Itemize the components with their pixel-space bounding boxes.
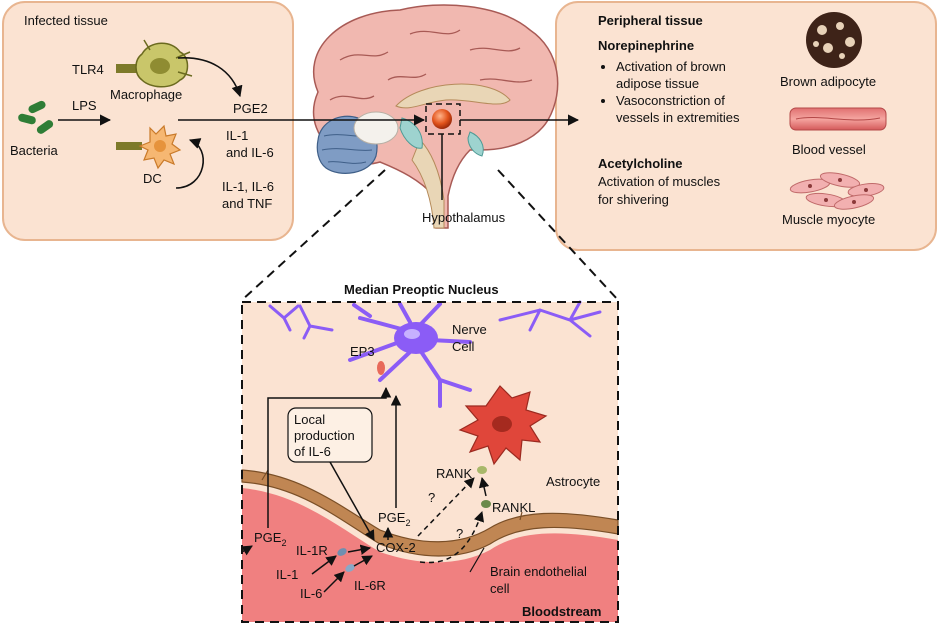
nerve-cell-main xyxy=(348,302,472,408)
lps-label: LPS xyxy=(72,98,97,113)
acetylcholine-title: Acetylcholine xyxy=(598,156,683,171)
nerve-cell-label-line2: Cell xyxy=(452,339,475,354)
muscle-myocyte-image xyxy=(789,172,885,210)
dendritic-cell xyxy=(138,124,182,170)
il6-label: IL-6 xyxy=(300,586,322,601)
norepinephrine-title: Norepinephrine xyxy=(598,38,694,53)
rankl-to-rank-arrow xyxy=(478,476,490,497)
ep3-receptor xyxy=(377,361,385,375)
dc-label: DC xyxy=(143,171,162,186)
peripheral-title: Peripheral tissue xyxy=(598,13,703,28)
infected-title: Infected tissue xyxy=(24,13,108,28)
nerve-cell-label-line1: Nerve xyxy=(452,322,487,337)
astrocyte-cell xyxy=(458,385,548,466)
rankl-receptor xyxy=(481,500,491,508)
il6r-receptor xyxy=(345,564,355,572)
bloodstream-label: Bloodstream xyxy=(522,604,601,619)
local-production-line3: of IL-6 xyxy=(294,444,331,459)
bloodstream-region xyxy=(242,488,618,622)
endothelial-junctions xyxy=(261,469,523,521)
astrocyte-label: Astrocyte xyxy=(546,474,600,489)
cytokines-label-line2: and TNF xyxy=(222,196,272,211)
question-mark-2: ? xyxy=(456,526,463,541)
mpn-panel: EP3 Nerve Cell Astrocyte RANK RANKL ? ? … xyxy=(241,300,619,623)
macrophage-label: Macrophage xyxy=(110,87,182,102)
infected-panel-bg xyxy=(2,1,294,241)
brown-adipocyte-label: Brown adipocyte xyxy=(780,74,876,89)
il1-label-line1: IL-1 xyxy=(226,128,248,143)
il1-label: IL-1 xyxy=(276,567,298,582)
il6r-to-cox2-arrow xyxy=(353,555,373,567)
peripheral-tissue-panel: Peripheral tissue Norepinephrine Activat… xyxy=(555,1,937,251)
local-production-line2: production xyxy=(294,428,355,443)
pge2-left-label: PGE2 xyxy=(254,530,286,548)
bacteria-label: Bacteria xyxy=(10,143,58,158)
il1-to-receptor-arrow xyxy=(311,555,337,575)
endothelial-label-line2: cell xyxy=(490,581,510,596)
blood-vessel-label: Blood vessel xyxy=(792,142,866,157)
ach-line2: for shivering xyxy=(598,192,669,207)
bullet-1 xyxy=(601,65,605,69)
rankl-label: RANKL xyxy=(492,500,535,515)
nerve-cell-nucleus xyxy=(404,329,420,339)
blood-pge2-arrow xyxy=(241,545,253,556)
mpn-title: Median Preoptic Nucleus xyxy=(344,282,499,297)
blood-vessel-image xyxy=(789,107,887,131)
endothelial-label-line1: Brain endothelial xyxy=(490,564,587,579)
ne-bullet1-line1: Activation of brown xyxy=(616,59,726,74)
zoom-line-left xyxy=(241,169,386,301)
dc-feedback-arrow xyxy=(175,138,205,189)
tlr4-receptor xyxy=(116,64,152,73)
cytokines-label-line1: IL-1, IL-6 xyxy=(222,179,274,194)
tlr4-label: TLR4 xyxy=(72,62,104,77)
brown-adipocyte-image xyxy=(806,12,862,68)
endothelial-pointer xyxy=(469,547,485,573)
pge2-label: PGE2 xyxy=(233,101,268,116)
ep3-label: EP3 xyxy=(350,344,375,359)
il6r-label: IL-6R xyxy=(354,578,386,593)
il1r-label: IL-1R xyxy=(296,543,328,558)
il1r-receptor xyxy=(337,548,347,556)
muscle-myocyte-label: Muscle myocyte xyxy=(782,212,875,227)
infected-tissue-panel: Infected tissue TLR4 Macrophage Bacteria… xyxy=(2,1,294,241)
il6-to-receptor-arrow xyxy=(323,571,345,593)
cox2-to-rank-dashed-arrow xyxy=(417,477,475,537)
il1-label-line2: and IL-6 xyxy=(226,145,274,160)
nerve-cell-branches xyxy=(268,300,602,340)
macrophage-to-pge2-arrow xyxy=(177,57,243,98)
local-il6-to-cox2-arrow xyxy=(329,461,375,541)
pge2-inner-label: PGE2 xyxy=(378,510,410,528)
local-production-line1: Local xyxy=(294,412,325,427)
dc-receptor xyxy=(116,142,142,150)
rank-label: RANK xyxy=(436,466,472,481)
rank-receptor xyxy=(477,466,487,474)
mpn-frame xyxy=(241,301,619,623)
cox2-to-rankl-dashed-arrow xyxy=(419,511,484,564)
il1r-to-cox2-arrow xyxy=(347,544,372,555)
ach-line1: Activation of muscles xyxy=(598,174,721,189)
bullet-2 xyxy=(601,99,605,103)
preoptic-nucleus-dot xyxy=(432,109,452,129)
cox2-label: COX-2 xyxy=(376,540,416,555)
question-mark-1: ? xyxy=(428,490,435,505)
ne-bullet2-line2: vessels in extremities xyxy=(616,110,740,125)
macrophage-cell xyxy=(135,39,193,88)
pge2-to-ep3-arrow xyxy=(267,386,392,528)
ne-bullet2-line1: Vasoconstriction of xyxy=(616,93,725,108)
ne-bullet1-line2: adipose tissue xyxy=(616,76,699,91)
hypothalamus-label: Hypothalamus xyxy=(422,210,506,225)
bacteria-icon xyxy=(18,100,54,134)
hypothalamus-box xyxy=(425,103,461,135)
